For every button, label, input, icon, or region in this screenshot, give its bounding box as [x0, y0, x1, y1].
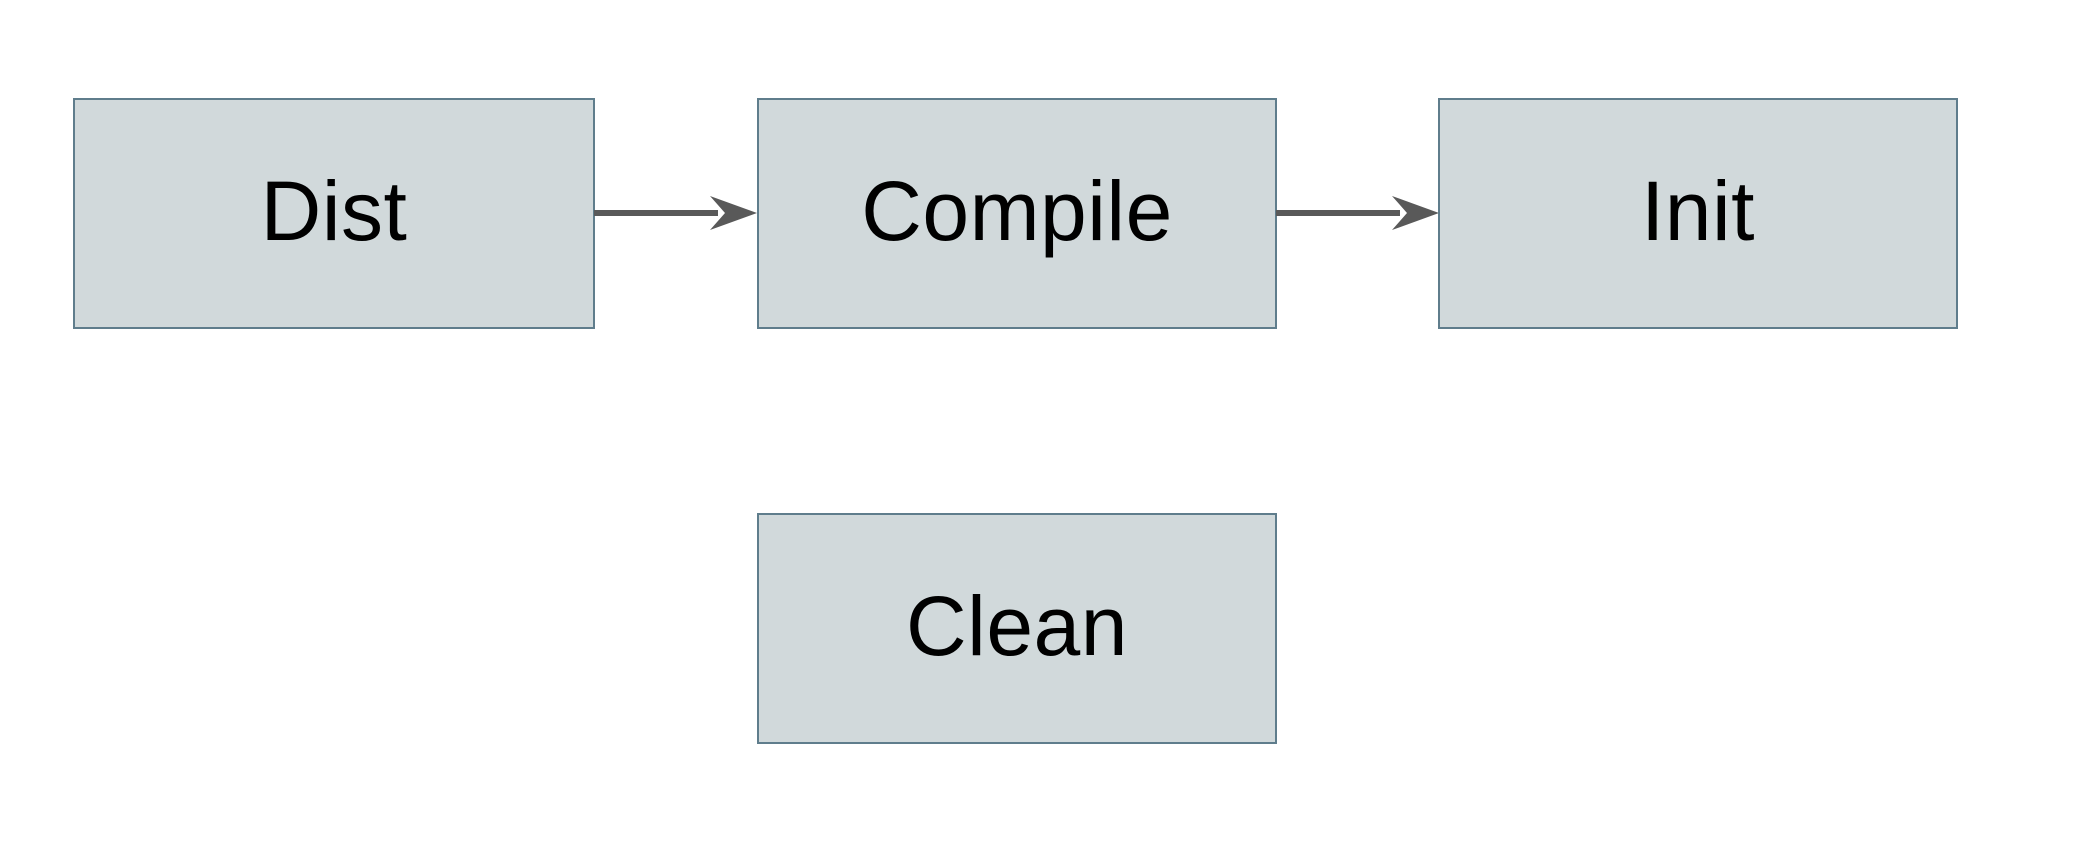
node-compile-label: Compile [861, 163, 1173, 258]
node-dist-label: Dist [260, 163, 408, 258]
node-compile: Compile [757, 98, 1277, 329]
node-init-label: Init [1640, 163, 1756, 258]
arrow-compile-to-init-icon [1276, 196, 1439, 230]
node-clean-label: Clean [906, 578, 1128, 673]
node-dist: Dist [73, 98, 595, 329]
node-clean: Clean [757, 513, 1277, 744]
node-init: Init [1438, 98, 1958, 329]
arrow-dist-to-compile-icon [594, 196, 757, 230]
